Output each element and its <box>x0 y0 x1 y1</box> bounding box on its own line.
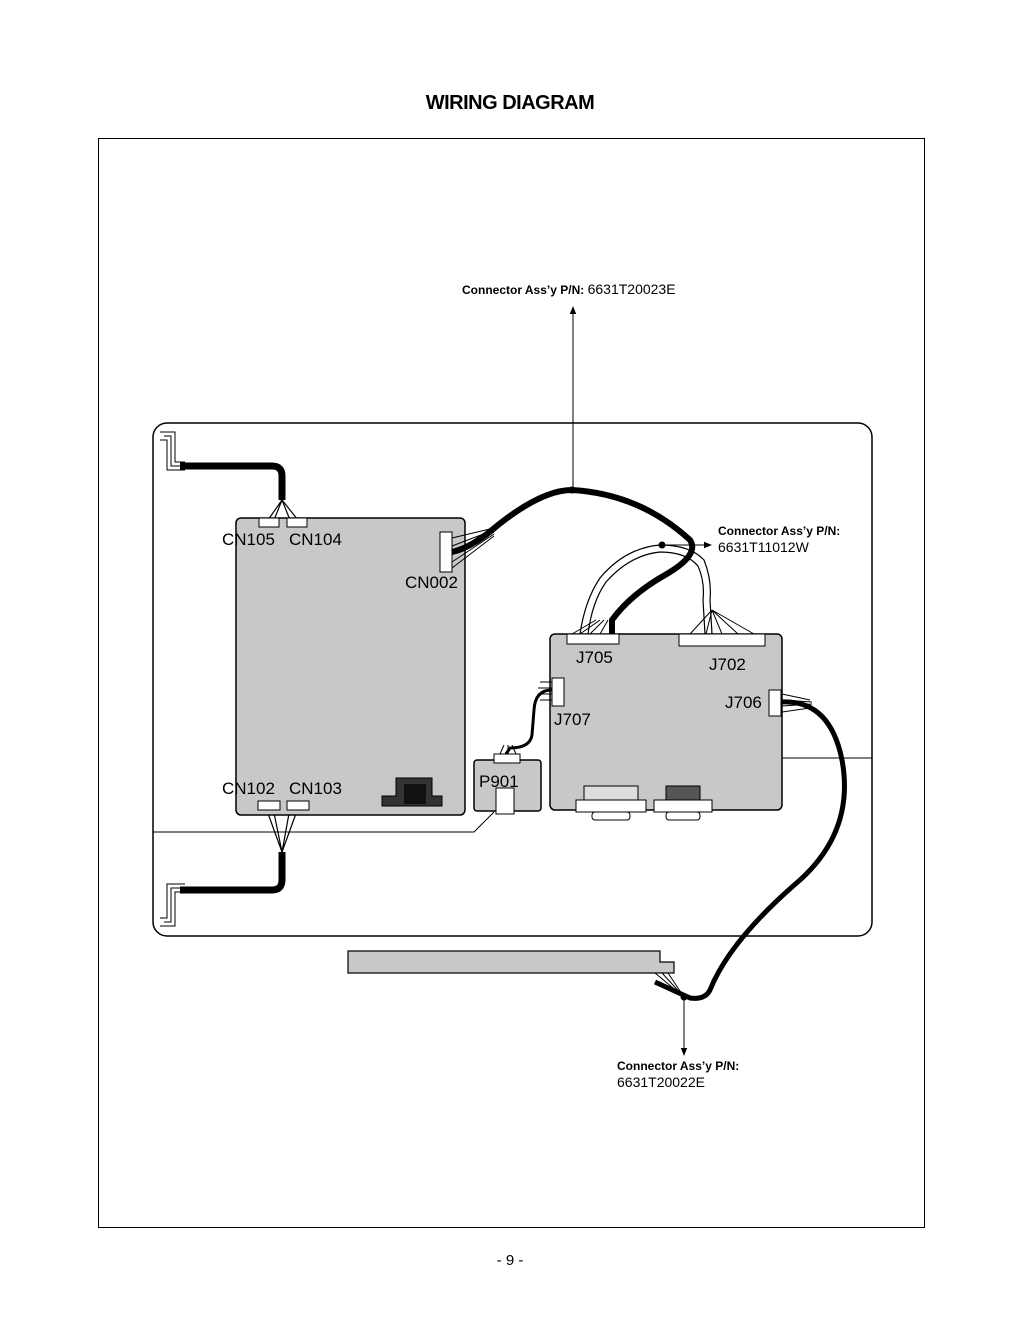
dsub-left-plug <box>591 811 631 821</box>
cable-j707-p901-wires <box>499 681 552 755</box>
chassis-outline <box>152 422 873 937</box>
j705-connector <box>566 633 620 645</box>
connector-assy-middle-pn: 6631T11012W <box>718 539 809 555</box>
connector-assy-bottom: Connector Ass’y P/N: 6631T20022E <box>617 1058 739 1091</box>
cn103-connector <box>286 800 310 811</box>
cable-cn105-top-wires <box>267 499 299 521</box>
cn104-connector <box>286 517 308 528</box>
cable-junction-top <box>568 486 576 494</box>
panel-bar-wires <box>654 972 685 998</box>
label-j707: J707 <box>554 710 591 729</box>
chassis-left-bracket <box>160 431 185 471</box>
label-cn103: CN103 <box>289 779 342 798</box>
connector-assy-top-pn: 6631T20023E <box>587 281 676 297</box>
connector-assy-top: Connector Ass’y P/N: 6631T20023E <box>462 281 676 298</box>
label-j702: J702 <box>709 655 746 674</box>
dsub-left-body <box>583 785 639 801</box>
cable-j707-p901 <box>504 688 553 755</box>
diagram-frame <box>98 138 925 1228</box>
label-j706: J706 <box>725 693 762 712</box>
cable-cn105-top <box>180 462 286 500</box>
p901-connector <box>493 753 521 764</box>
cn105-connector <box>258 517 280 528</box>
cable-j706-bottom <box>653 699 847 1001</box>
connector-assy-bottom-pn: 6631T20022E <box>617 1074 705 1090</box>
power-board <box>235 517 466 816</box>
page-number: - 9 - <box>496 1252 524 1269</box>
cable-j705-harness-b <box>587 551 706 635</box>
cable-cn002-j702 <box>451 486 696 634</box>
cable-j706-fan <box>781 693 813 713</box>
cable-cn102-bottom <box>180 852 286 894</box>
cn102-connector <box>257 800 281 811</box>
j702-connector <box>678 633 766 647</box>
connector-assy-top-label: Connector Ass’y P/N: <box>462 283 585 297</box>
dsub-right-shell <box>653 799 713 813</box>
label-cn102: CN102 <box>222 779 275 798</box>
connector-assy-middle: Connector Ass’y P/N: 6631T11012W <box>718 523 840 556</box>
p901-jack <box>495 787 515 815</box>
cable-cn002-j702-wires <box>451 527 495 569</box>
j706-connector <box>768 689 782 717</box>
connector-assy-bottom-label: Connector Ass’y P/N: <box>617 1059 740 1073</box>
power-socket-inner <box>404 784 426 804</box>
label-p901: P901 <box>479 772 519 791</box>
cable-junction-middle <box>658 541 666 549</box>
dsub-right-body <box>665 785 701 801</box>
connector-assy-middle-label: Connector Ass’y P/N: <box>718 524 841 538</box>
label-j705: J705 <box>576 648 613 667</box>
page-title: WIRING DIAGRAM <box>425 92 595 114</box>
dsub-right-plug <box>665 811 701 821</box>
cable-j702-fan <box>689 609 755 635</box>
cable-cn102-bottom-wires <box>265 807 299 853</box>
j707-connector <box>551 677 565 707</box>
panel-bar <box>347 950 675 974</box>
cable-j705-fan <box>571 619 613 635</box>
label-cn105: CN105 <box>222 530 275 549</box>
label-cn002: CN002 <box>405 573 458 592</box>
label-cn104: CN104 <box>289 530 342 549</box>
p901-ground-line <box>153 811 495 833</box>
cn002-connector <box>439 531 453 573</box>
dsub-left-shell <box>575 799 647 813</box>
